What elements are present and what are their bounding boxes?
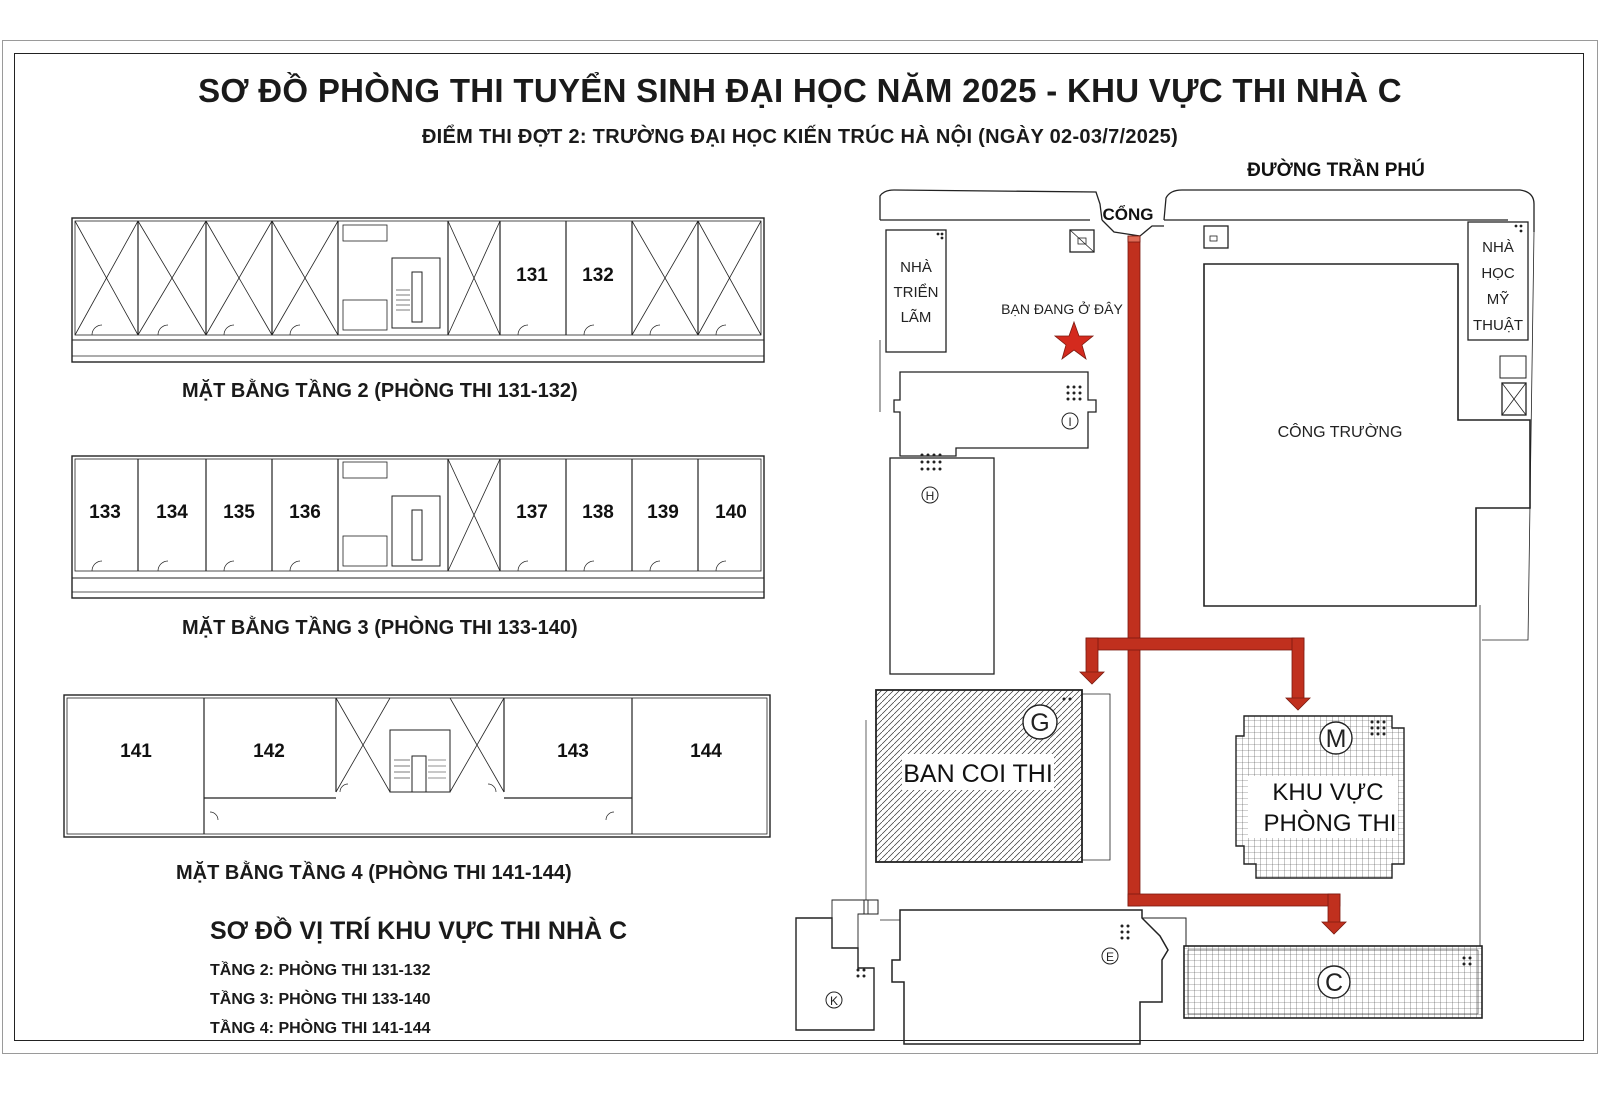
svg-text:NHÀ: NHÀ (900, 259, 932, 276)
floor-3-caption: MẶT BẰNG TẦNG 3 (PHÒNG THI 133-140) (182, 617, 578, 639)
floor-4-caption: MẶT BẰNG TẦNG 4 (PHÒNG THI 141-144) (176, 862, 572, 884)
building-g-letter: G (1030, 709, 1049, 737)
page-subtitle: ĐIỂM THI ĐỢT 2: TRƯỜNG ĐẠI HỌC KIẾN TRÚC… (421, 126, 1179, 148)
floor-plan-4 (63, 694, 771, 838)
svg-text:NHÀ: NHÀ (1482, 239, 1514, 256)
room-143: 143 (557, 741, 589, 762)
floor-plan-2 (71, 217, 765, 363)
khu-vuc-label-line2: PHÒNG THI (1264, 810, 1397, 837)
legend-item-floor-2: TẦNG 2: PHÒNG THI 131-132 (210, 962, 431, 979)
room-134: 134 (156, 502, 188, 523)
legend-item-floor-3: TẦNG 3: PHÒNG THI 133-140 (210, 991, 431, 1008)
svg-text:THUẬT: THUẬT (1473, 317, 1523, 334)
outer-frame (2, 40, 1598, 1054)
building-g-marker (1022, 704, 1058, 740)
cong-truong-label: CÔNG TRƯỜNG (1278, 422, 1403, 441)
route-path (1079, 235, 1347, 935)
svg-text:MỸ: MỸ (1487, 291, 1510, 308)
building-c-letter: C (1325, 969, 1343, 997)
nha-hoc-my-thuat-label: NHÀ HỌC MỸ THUẬT (1473, 239, 1523, 334)
ban-coi-thi-label-bg (902, 754, 1054, 790)
floor-2-caption: MẶT BẰNG TẦNG 2 (PHÒNG THI 131-132) (182, 380, 578, 402)
floor-plan-3 (71, 455, 765, 599)
building-e-letter: E (1106, 950, 1114, 964)
building-i-letter: I (1068, 415, 1071, 429)
building-h-marker (921, 486, 939, 504)
building-i-marker (1061, 412, 1079, 430)
arrow-to-building-c (1321, 921, 1347, 935)
you-are-here-star (1053, 320, 1095, 361)
building-m-marker (1319, 721, 1353, 755)
khu-vuc-label-line1: KHU VỰC (1272, 779, 1383, 806)
gate-label: CỔNG (1103, 205, 1154, 224)
svg-text:HỌC: HỌC (1481, 265, 1515, 282)
site-dot-markers (856, 224, 1523, 978)
legend-item-floor-4: TẦNG 4: PHÒNG THI 141-144 (210, 1020, 431, 1037)
arrow-to-ban-coi-thi (1079, 671, 1105, 685)
page-title: SƠ ĐỒ PHÒNG THI TUYỂN SINH ĐẠI HỌC NĂM 2… (198, 72, 1402, 109)
building-m-letter: M (1326, 725, 1347, 753)
svg-text:TRIỂN: TRIỂN (894, 283, 939, 301)
inner-frame (14, 53, 1584, 1041)
room-144: 144 (690, 741, 722, 762)
building-e-marker (1101, 947, 1119, 965)
nha-trien-lam-label: NHÀ TRIỂN LÃM (894, 259, 939, 326)
room-135: 135 (223, 502, 255, 523)
room-133: 133 (89, 502, 121, 523)
building-c-marker (1317, 965, 1351, 999)
ban-coi-thi-label: BAN COI THI (903, 760, 1053, 788)
you-are-here-label: BẠN ĐANG Ở ĐÂY (1001, 300, 1123, 317)
room-137: 137 (516, 502, 548, 523)
street-label: ĐƯỜNG TRẦN PHÚ (1247, 159, 1425, 181)
room-131: 131 (516, 265, 548, 286)
room-141: 141 (120, 741, 152, 762)
legend-title: SƠ ĐỒ VỊ TRÍ KHU VỰC THI NHÀ C (210, 917, 628, 945)
building-h-letter: H (926, 489, 935, 503)
building-k-letter: K (830, 994, 838, 1008)
room-132: 132 (582, 265, 614, 286)
room-136: 136 (289, 502, 321, 523)
khu-vuc-label-bg (1248, 776, 1398, 838)
room-138: 138 (582, 502, 614, 523)
building-k-marker (825, 991, 843, 1009)
room-140: 140 (715, 502, 747, 523)
arrow-to-khu-vuc-phong-thi (1285, 697, 1311, 711)
svg-text:LÃM: LÃM (901, 309, 932, 326)
room-142: 142 (253, 741, 285, 762)
room-139: 139 (647, 502, 679, 523)
